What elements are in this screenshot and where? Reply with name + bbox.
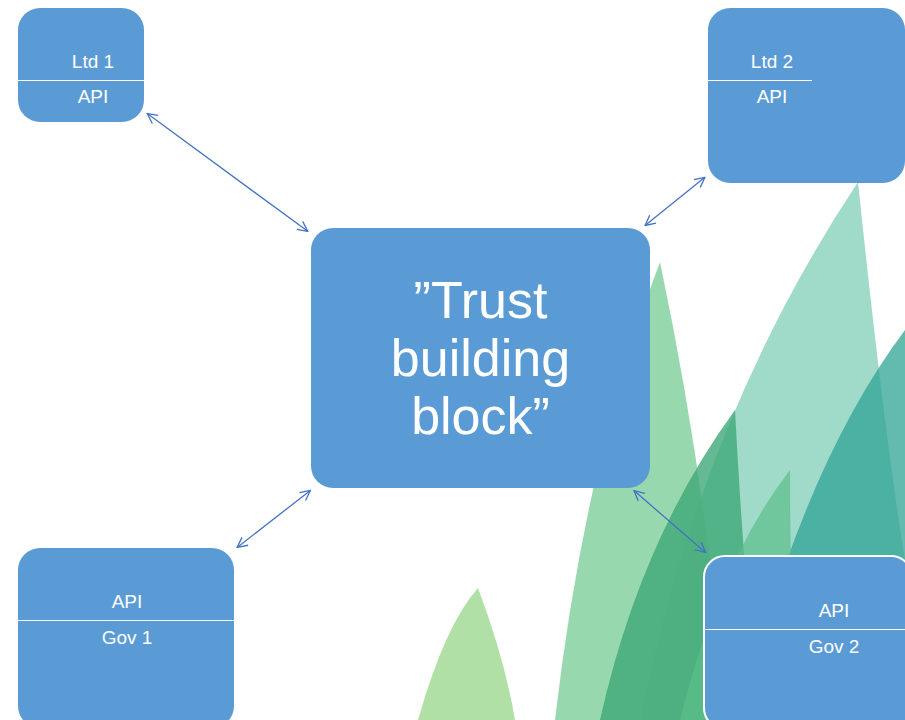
divider-line xyxy=(18,80,144,81)
party-box: API Gov 2 xyxy=(703,555,905,720)
double-arrow xyxy=(634,491,705,553)
divider-line xyxy=(705,629,905,630)
party-box: Ltd 2 API xyxy=(708,8,905,183)
text-column: API Gov 1 xyxy=(18,548,236,720)
divider-line xyxy=(18,620,234,621)
double-arrow xyxy=(237,490,310,547)
hub-label: ”Trust building block” xyxy=(321,271,640,445)
leaf xyxy=(418,588,515,720)
text-column: API Gov 2 xyxy=(705,557,905,720)
party-box: Ltd 1API xyxy=(18,8,144,122)
text-column: Ltd 2 API xyxy=(708,8,836,183)
box-label: Ltd 1 xyxy=(18,50,168,74)
box-label: API xyxy=(705,599,905,623)
party-box: API Gov 1 xyxy=(18,548,234,720)
box-label: API xyxy=(18,85,168,109)
double-arrow xyxy=(645,177,705,225)
box-label: API xyxy=(18,590,236,614)
box-label: API xyxy=(708,85,836,109)
text-column: Ltd 1 API xyxy=(18,8,168,122)
double-arrow xyxy=(147,114,308,232)
box-label: Ltd 2 xyxy=(708,50,836,74)
box-label: Gov 1 xyxy=(18,626,236,650)
divider-line xyxy=(708,80,812,81)
box-label: Gov 2 xyxy=(705,635,905,659)
hub-box: ”Trust building block” xyxy=(311,228,650,488)
